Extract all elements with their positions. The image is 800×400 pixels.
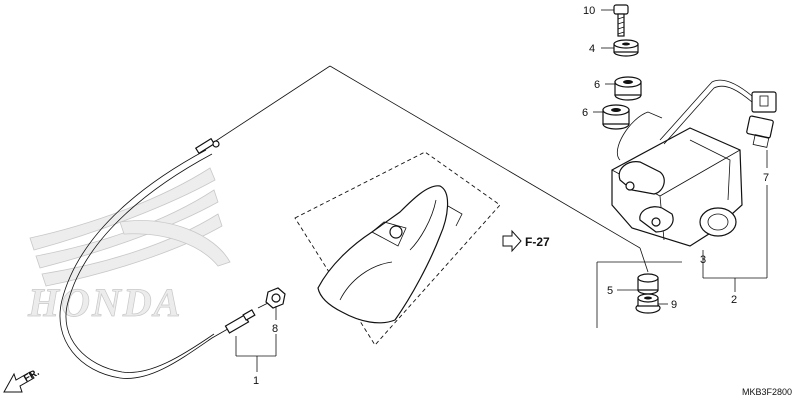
callout-2: 2 bbox=[731, 294, 737, 306]
throttle-body-link bbox=[317, 185, 449, 324]
cable-end-fitting-top bbox=[194, 137, 216, 155]
bolt bbox=[613, 4, 629, 37]
callout-10: 10 bbox=[583, 5, 595, 17]
cable-end-bead bbox=[212, 140, 220, 148]
callout-4: 4 bbox=[589, 43, 595, 55]
actuator-motor-end bbox=[699, 207, 737, 237]
connector-lower bbox=[746, 115, 774, 139]
callout-5: 5 bbox=[607, 285, 613, 297]
arrow-down-left-icon bbox=[3, 371, 35, 393]
collar bbox=[613, 39, 639, 57]
wiring-harness bbox=[659, 79, 753, 141]
leader-cable-top bbox=[201, 65, 331, 151]
collar-lower bbox=[637, 273, 659, 295]
actuator-assembly bbox=[611, 79, 777, 247]
grommet-lower bbox=[602, 104, 630, 130]
callout-7: 7 bbox=[763, 172, 769, 184]
arrow-right-outline-icon bbox=[502, 229, 522, 253]
callout-8: 8 bbox=[272, 323, 278, 335]
reference-label: F-27 bbox=[525, 235, 550, 249]
leader-to-actuator bbox=[329, 65, 641, 249]
callout-6-upper: 6 bbox=[594, 79, 600, 91]
connector-upper bbox=[751, 91, 777, 113]
honda-wing-logo bbox=[29, 167, 231, 287]
callout-9: 9 bbox=[671, 299, 677, 311]
callout-leaders bbox=[235, 9, 768, 372]
callout-3: 3 bbox=[700, 254, 706, 266]
leader-actuator-to-collar bbox=[639, 247, 649, 273]
honda-wordmark: HONDA bbox=[27, 280, 182, 325]
callout-1: 1 bbox=[253, 375, 259, 387]
throttle-cable bbox=[59, 137, 269, 379]
cable-tip bbox=[257, 302, 269, 309]
flange-nut bbox=[635, 293, 661, 314]
diagram-code: MKB3F2800 bbox=[742, 387, 792, 397]
honda-watermark: HONDA bbox=[27, 167, 231, 325]
lock-nut bbox=[265, 287, 286, 309]
mount-hole-foot bbox=[651, 217, 661, 227]
cable-adjuster-end bbox=[242, 309, 256, 321]
front-direction-indicator: FR. bbox=[3, 367, 42, 393]
grommet-upper bbox=[614, 76, 642, 101]
link-pivot bbox=[389, 225, 403, 239]
reference-f27: F-27 bbox=[502, 229, 550, 253]
callout-6-lower: 6 bbox=[582, 107, 588, 119]
reference-box bbox=[294, 151, 501, 346]
front-label: FR. bbox=[22, 367, 42, 385]
mount-hole-left bbox=[625, 181, 635, 191]
